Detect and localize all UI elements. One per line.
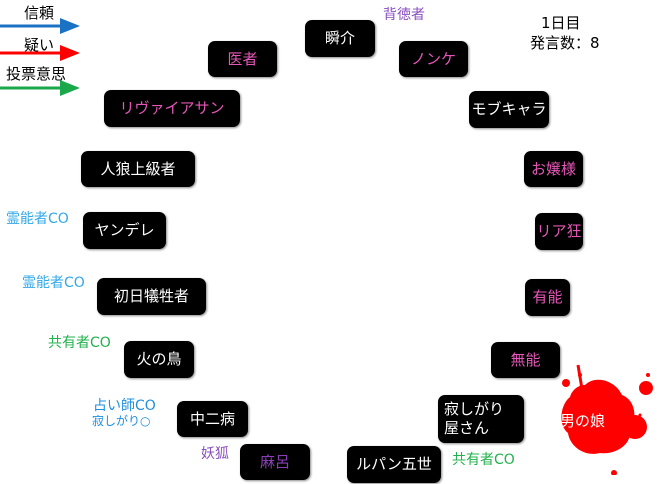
mason-co-label: 共有者CO <box>48 335 111 351</box>
fox-label: 妖狐 <box>201 446 229 462</box>
medium-co-label: 霊能者CO <box>6 211 69 227</box>
trust-arrow-icon <box>0 18 80 34</box>
player-isha[interactable]: 医者 <box>208 41 277 77</box>
day-label: 1日目 <box>541 14 581 32</box>
post-count: 発言数：8 <box>530 34 600 52</box>
player-jinrou-joukyuusha[interactable]: 人狼上級者 <box>81 151 195 187</box>
vote-arrow-icon <box>0 80 80 96</box>
mason-co-label-2: 共有者CO <box>452 452 515 468</box>
legend-vote-label: 投票意思 <box>6 65 67 83</box>
player-leviathan[interactable]: リヴァイアサン <box>104 90 240 127</box>
haitokusha-label: 背徳者 <box>383 7 425 23</box>
legend-doubt-label: 疑い <box>24 36 55 54</box>
player-ojousama[interactable]: お嬢様 <box>524 151 583 187</box>
player-yuunou[interactable]: 有能 <box>525 279 570 316</box>
player-shunsuke[interactable]: 瞬介 <box>305 20 375 57</box>
medium-co-label-2: 霊能者CO <box>22 275 85 291</box>
player-munou[interactable]: 無能 <box>491 342 560 378</box>
blood-splatter-icon <box>561 364 653 475</box>
seer-result-label: 寂しがり○ <box>92 414 151 428</box>
player-otokonoko[interactable]: 男の娘 <box>560 412 606 430</box>
player-maro[interactable]: 麻呂 <box>240 444 310 480</box>
player-lupin-gosei[interactable]: ルパン五世 <box>347 446 441 483</box>
player-sabishigariya[interactable]: 寂しがり屋さん <box>438 395 524 443</box>
legend-trust-label: 信頼 <box>24 4 55 22</box>
player-nonke[interactable]: ノンケ <box>399 41 468 77</box>
doubt-arrow-icon <box>0 45 80 61</box>
player-mobchara[interactable]: モブキャラ <box>469 91 549 128</box>
player-chuunibyou[interactable]: 中二病 <box>177 401 248 437</box>
seer-co-label: 占い師CO <box>93 398 156 414</box>
player-yandere[interactable]: ヤンデレ <box>83 212 166 249</box>
player-riakyou[interactable]: リア狂 <box>535 213 583 250</box>
player-shonichi-giseisha[interactable]: 初日犠牲者 <box>97 278 206 315</box>
player-hinotori[interactable]: 火の鳥 <box>124 341 194 378</box>
